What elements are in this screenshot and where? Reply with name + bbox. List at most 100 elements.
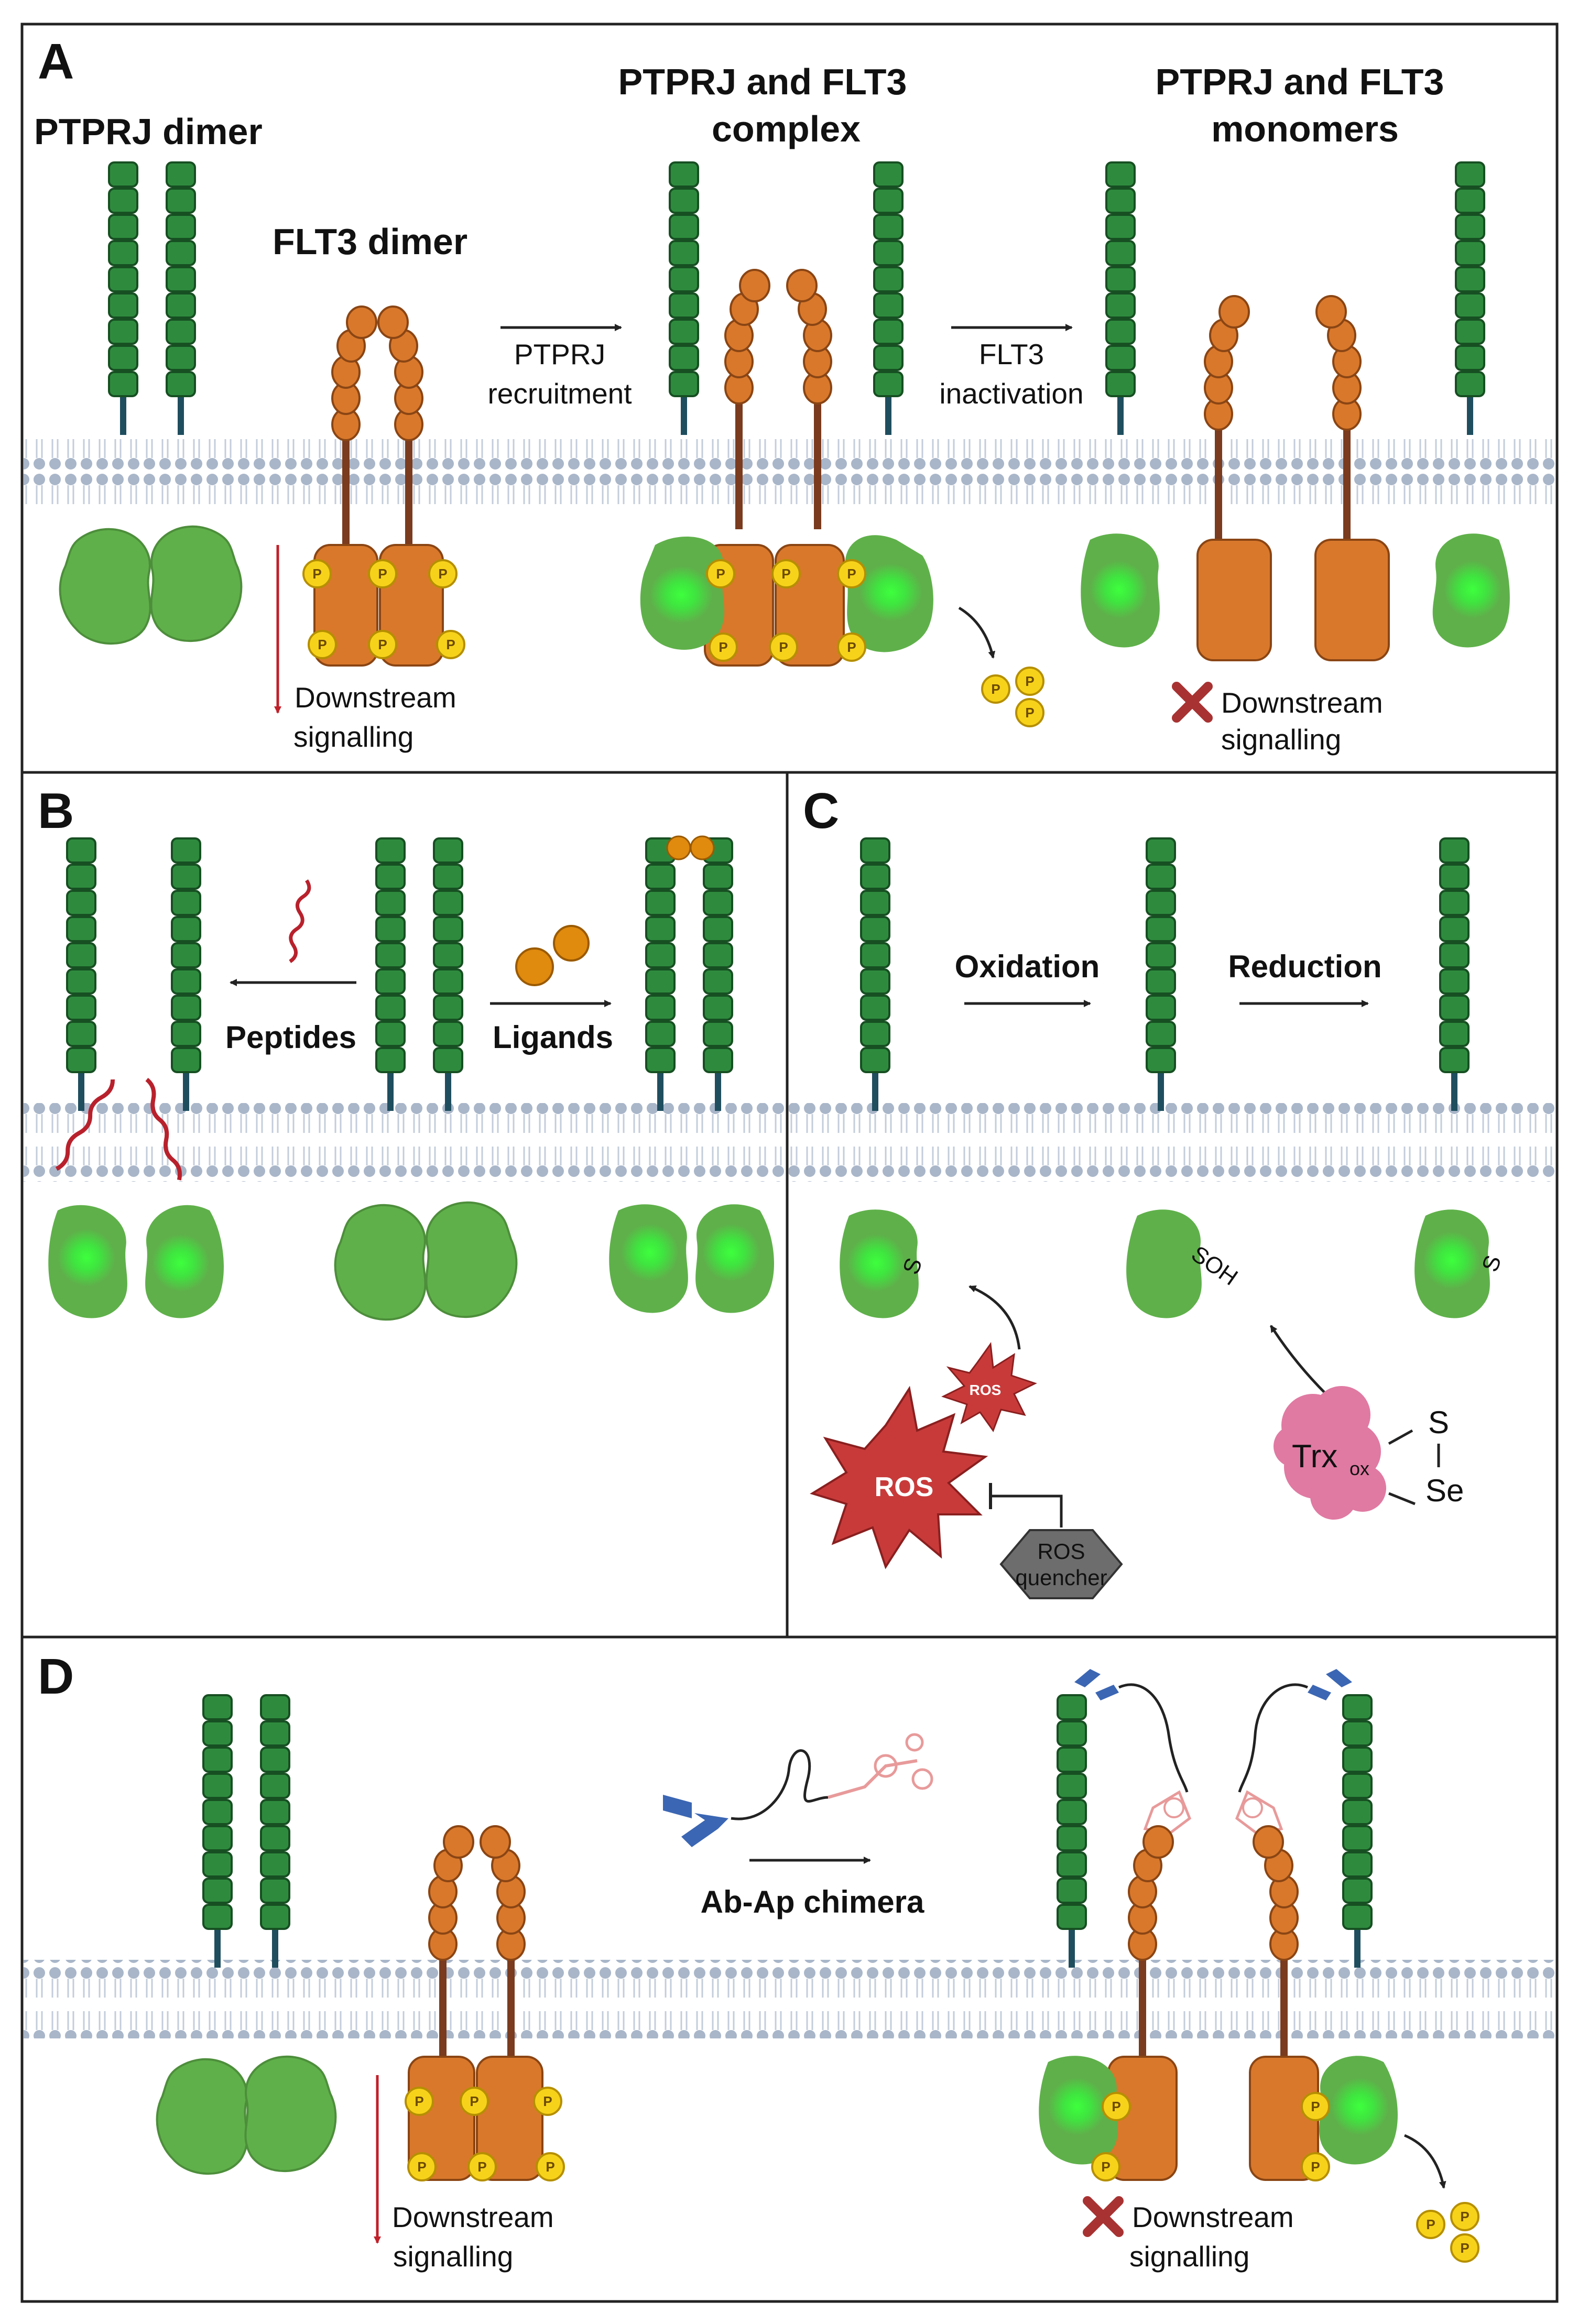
thioredoxin-icon bbox=[1274, 1386, 1386, 1520]
ptprj-active-domain bbox=[1414, 1209, 1490, 1318]
bond-line bbox=[1388, 1492, 1416, 1505]
flt3-ectodomain bbox=[429, 1826, 473, 2086]
flt3-ectodomain bbox=[1129, 1826, 1173, 2086]
panel-c-letter: C bbox=[803, 783, 839, 839]
peptide bbox=[55, 1079, 115, 1171]
recruitment-label-line1: PTPRJ bbox=[514, 338, 605, 370]
phosphate bbox=[1301, 2152, 1330, 2181]
phosphate bbox=[1015, 667, 1044, 696]
ptprj-phosphatase-domain bbox=[59, 528, 151, 645]
ptprj-active-domain bbox=[48, 1205, 127, 1318]
panel-d-frame bbox=[20, 1635, 1559, 2303]
inhibition-line bbox=[991, 1494, 1063, 1527]
ros-oxidation-arrow bbox=[968, 1285, 1021, 1350]
recruitment-label-line2: recruitment bbox=[487, 377, 632, 410]
ptprj-ectodomain bbox=[434, 838, 462, 1111]
ptprj-ectodomain bbox=[167, 162, 195, 435]
ptprj-ectodomain bbox=[376, 838, 405, 1111]
chimera-label: Ab-Ap chimera bbox=[701, 1884, 924, 1919]
phosphate bbox=[1301, 2092, 1330, 2121]
membrane-b bbox=[24, 1103, 786, 1182]
ptprj-active-domain bbox=[695, 1204, 774, 1313]
ros-large-icon bbox=[810, 1385, 988, 1569]
ab-ap-chimera-icon bbox=[663, 1733, 933, 1847]
flt3-kinase-domain bbox=[408, 2056, 475, 2181]
peptide bbox=[145, 1077, 182, 1181]
bond-line bbox=[1388, 1429, 1413, 1445]
dephosphorylation-arrow bbox=[1404, 2134, 1446, 2189]
blocked-x-icon bbox=[1083, 2196, 1124, 2237]
flt3-ectodomain bbox=[481, 1826, 525, 2086]
ptprj-ectodomain bbox=[704, 838, 732, 1111]
ptprj-oxidized-domain bbox=[1126, 1209, 1202, 1318]
ros-large-label: ROS bbox=[875, 1472, 934, 1502]
blocked-downstream-label: Downstream bbox=[1132, 2201, 1294, 2233]
ptprj-dimer-title: PTPRJ dimer bbox=[34, 111, 263, 152]
reduction-label: Reduction bbox=[1228, 949, 1381, 984]
flt3-kinase-domain bbox=[1196, 539, 1272, 661]
ptprj-ectodomain bbox=[861, 838, 889, 1111]
phosphate bbox=[709, 632, 738, 662]
flt3-kinase-domain bbox=[476, 2056, 543, 2181]
phosphate bbox=[769, 632, 798, 662]
ptprj-ectodomain bbox=[1058, 1695, 1086, 1968]
ptprj-ectodomain bbox=[646, 838, 674, 1111]
ptprj-ectodomain bbox=[1343, 1695, 1372, 1968]
ptprj-active-domain bbox=[145, 1205, 224, 1318]
panel-d: D Downstream signalling Ab-Ap chimera bbox=[24, 1649, 1555, 2273]
phosphate bbox=[308, 630, 337, 659]
blocked-signalling-label: signalling bbox=[1129, 2240, 1249, 2273]
phosphate bbox=[1102, 2092, 1131, 2121]
signalling-label: signalling bbox=[293, 721, 413, 753]
ptprj-ectodomain bbox=[1456, 162, 1484, 435]
phosphate bbox=[436, 630, 465, 659]
ptprj-ectodomain bbox=[67, 838, 95, 1111]
panel-b-letter: B bbox=[38, 783, 74, 839]
ptprj-active-domain bbox=[640, 537, 725, 650]
panel-b: B Peptides Ligands bbox=[24, 783, 786, 1321]
membrane-a bbox=[24, 432, 1555, 511]
ptprj-ectodomain bbox=[874, 162, 902, 435]
ptprj-phosphatase-domain bbox=[150, 525, 243, 642]
complex-title-line1: PTPRJ and FLT3 bbox=[618, 61, 907, 102]
flt3-dimer-title: FLT3 dimer bbox=[273, 221, 467, 262]
peptides-label: Peptides bbox=[225, 1020, 356, 1055]
ptprj-active-domain bbox=[609, 1204, 688, 1313]
phosphate bbox=[1450, 2233, 1479, 2263]
phosphate bbox=[533, 2087, 562, 2116]
ptprj-active-domain bbox=[1319, 2056, 1398, 2165]
antibody-icon bbox=[1095, 1685, 1119, 1700]
ptprj-ectodomain bbox=[261, 1695, 289, 1968]
phosphate bbox=[837, 632, 866, 662]
phosphate bbox=[467, 2152, 497, 2181]
phosphate bbox=[536, 2152, 565, 2181]
ptprj-ectodomain bbox=[670, 162, 698, 435]
flt3-kinase-domain bbox=[1314, 539, 1390, 661]
phosphate bbox=[302, 559, 332, 588]
phosphate bbox=[981, 674, 1010, 704]
panel-a-letter: A bbox=[38, 34, 74, 90]
downstream-label: Downstream bbox=[295, 681, 456, 714]
phosphate bbox=[405, 2087, 434, 2116]
bound-ligand bbox=[690, 835, 715, 860]
ptprj-phosphatase-domain bbox=[425, 1201, 518, 1318]
trx-label: Trx bbox=[1292, 1438, 1337, 1475]
quencher-label-line2: quencher bbox=[1015, 1565, 1107, 1590]
bound-ligand bbox=[666, 835, 691, 860]
ros-small-icon bbox=[941, 1341, 1037, 1433]
phosphate bbox=[407, 2152, 437, 2181]
phosphate bbox=[368, 559, 397, 588]
signalling-label: signalling bbox=[393, 2240, 513, 2273]
ptprj-ectodomain bbox=[1106, 162, 1135, 435]
peptide bbox=[289, 879, 311, 963]
ptprj-phosphatase-domain bbox=[156, 2058, 248, 2175]
monomers-title-line1: PTPRJ and FLT3 bbox=[1156, 61, 1444, 102]
ptprj-ectodomain bbox=[1147, 838, 1175, 1111]
linker bbox=[1118, 1683, 1189, 1793]
ptprj-active-domain bbox=[840, 1209, 919, 1318]
linker bbox=[1238, 1683, 1309, 1793]
quencher-label-line1: ROS bbox=[1037, 1539, 1085, 1564]
ptprj-ectodomain bbox=[109, 162, 137, 435]
dephosphorylation-arrow bbox=[958, 606, 996, 659]
